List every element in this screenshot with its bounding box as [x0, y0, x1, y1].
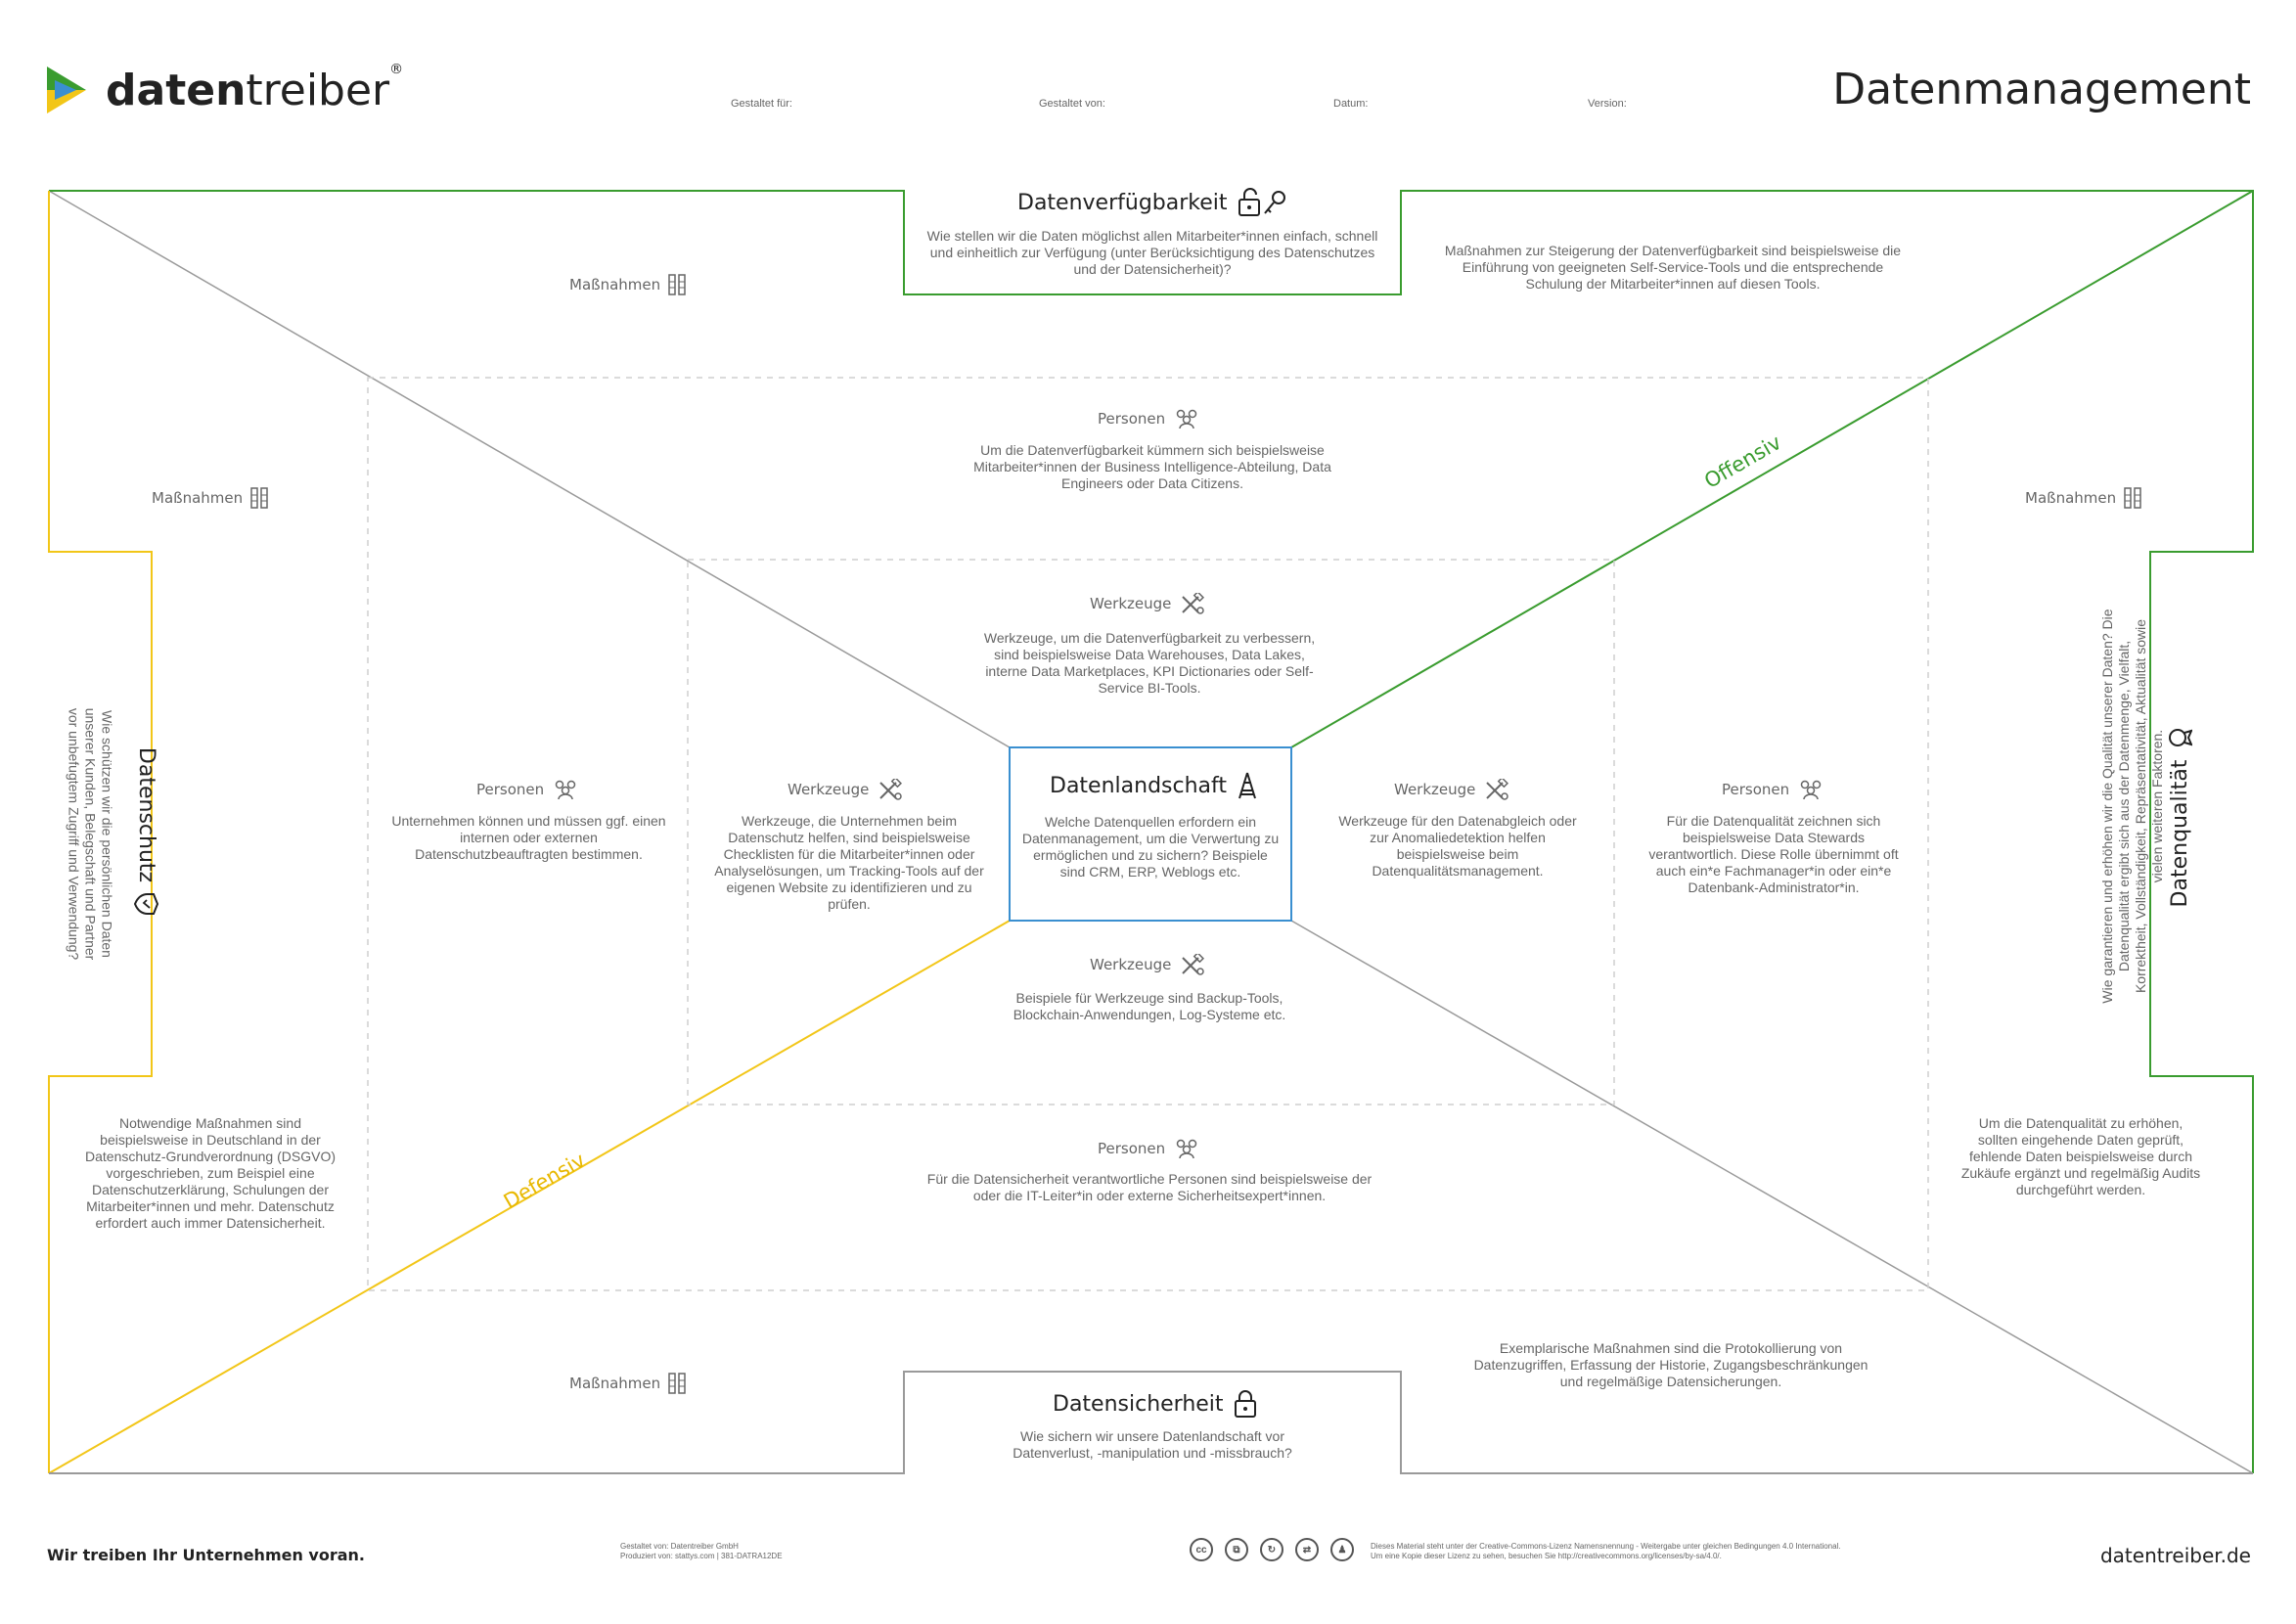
- axis-defensive-label: Defensiv: [500, 1149, 590, 1214]
- ruler-icon: [2124, 487, 2141, 509]
- question-datensicherheit: Wie sichern wir unsere Datenlandschaft v…: [1013, 1428, 1292, 1461]
- label-werkzeuge-top: Werkzeuge: [1090, 593, 1206, 614]
- copy-icon: ⧉: [1225, 1538, 1248, 1561]
- section-title-datenschutz: Datenschutz: [127, 724, 166, 939]
- yellow-frame: [48, 191, 153, 1473]
- people-icon: [1800, 780, 1822, 800]
- section-title-datensicherheit: Datensicherheit: [1053, 1389, 1257, 1419]
- ruler-icon: [668, 1373, 686, 1394]
- unlock-key-icon: [1238, 188, 1285, 216]
- share-icon: ⇄: [1295, 1538, 1319, 1561]
- people-icon: [1176, 1139, 1197, 1159]
- diagonal-top-left: [48, 190, 1011, 748]
- axis-offensive-label: Offensiv: [1700, 430, 1785, 493]
- footer-url-link[interactable]: datentreiber.de: [2099, 1544, 2251, 1567]
- logo: datentreiber®: [47, 61, 403, 119]
- text-personen-bottom: Für die Datensicherheit verantwortliche …: [926, 1171, 1373, 1203]
- ruler-icon: [250, 487, 268, 509]
- text-personen-right: Für die Datenqualität zeichnen sich beis…: [1648, 813, 1899, 895]
- label-werkzeuge-bottom: Werkzeuge: [1090, 954, 1206, 975]
- text-personen-left: Unternehmen können und müssen ggf. einen…: [391, 813, 666, 862]
- label-personen-top: Personen: [1098, 408, 1200, 429]
- text-personen-top: Um die Datenverfügbarkeit kümmern sich b…: [973, 442, 1331, 491]
- diagonal-bottom-right: [1290, 920, 2254, 1474]
- text-massnahmen-left: Notwendige Maßnahmen sind beispielsweise…: [85, 1115, 336, 1231]
- ruler-icon: [668, 274, 686, 295]
- inner-dashed-frame: [687, 559, 1615, 1105]
- label-massnahmen-top: Maßnahmen: [569, 274, 686, 295]
- label-massnahmen-bottom: Maßnahmen: [569, 1373, 686, 1394]
- text-massnahmen-right: Um die Datenqualität zu erhöhen, sollten…: [1960, 1115, 2201, 1197]
- document-title: Datenmanagement: [1832, 65, 2251, 114]
- question-datenqualitaet: Wie garantieren und erhöhen wir die Qual…: [2099, 609, 2165, 1004]
- label-personen-bottom: Personen: [1098, 1138, 1200, 1159]
- tools-icon: [1182, 954, 1205, 975]
- remix-icon: ↻: [1260, 1538, 1283, 1561]
- text-massnahmen-bottom: Exemplarische Maßnahmen sind die Protoko…: [1473, 1340, 1868, 1389]
- oil-rig-icon: [1238, 772, 1256, 799]
- footer-license: Dieses Material steht unter der Creative…: [1371, 1542, 1841, 1560]
- axis-offensive-line: [1290, 190, 2254, 748]
- attribution-icon: ♟: [1330, 1538, 1354, 1561]
- tools-icon: [1182, 593, 1205, 614]
- tools-icon: [879, 779, 903, 800]
- cc-license-icons: cc ⧉ ↻ ⇄ ♟: [1190, 1538, 1354, 1561]
- axis-defensive-line: [48, 920, 1011, 1474]
- question-datenverfuegbarkeit: Wie stellen wir die Daten möglichst alle…: [926, 228, 1378, 277]
- label-personen-right: Personen: [1722, 779, 1824, 800]
- field-label-date: Datum:: [1333, 98, 1369, 110]
- grey-frame: [49, 1371, 2253, 1474]
- label-werkzeuge-left: Werkzeuge: [788, 779, 904, 800]
- green-frame: [49, 190, 2254, 1473]
- people-icon: [1176, 409, 1197, 429]
- label-massnahmen-left: Maßnahmen: [152, 487, 268, 509]
- people-icon: [555, 780, 576, 800]
- logo-icon: [47, 67, 86, 113]
- text-datenlandschaft: Welche Datenquellen erfordern ein Datenm…: [1021, 814, 1280, 880]
- footer-credits: Gestaltet von: Datentreiber GmbH Produzi…: [620, 1542, 783, 1560]
- field-label-designed-for: Gestaltet für:: [731, 98, 792, 110]
- text-werkzeuge-right: Werkzeuge für den Datenabgleich oder zur…: [1338, 813, 1577, 879]
- shield-icon: [134, 893, 159, 916]
- tools-icon: [1486, 779, 1509, 800]
- section-title-datenverfuegbarkeit: Datenverfügbarkeit: [1017, 188, 1288, 217]
- text-massnahmen-top: Maßnahmen zur Steigerung der Datenverfüg…: [1444, 243, 1902, 292]
- field-label-designed-by: Gestaltet von:: [1039, 98, 1105, 110]
- center-box: [1009, 746, 1292, 922]
- label-personen-left: Personen: [476, 779, 579, 800]
- label-werkzeuge-right: Werkzeuge: [1394, 779, 1510, 800]
- lock-icon: [1234, 1390, 1256, 1418]
- footer-slogan: Wir treiben Ihr Unternehmen voran.: [47, 1546, 366, 1564]
- text-werkzeuge-bottom: Beispiele für Werkzeuge sind Backup-Tool…: [1013, 990, 1286, 1022]
- label-massnahmen-right: Maßnahmen: [2025, 487, 2141, 509]
- section-title-datenqualitaet: Datenqualität: [2160, 703, 2199, 928]
- text-werkzeuge-top: Werkzeuge, um die Datenverfügbarkeit zu …: [983, 630, 1316, 696]
- field-label-version: Version:: [1588, 98, 1627, 110]
- question-datenschutz: Wie schützen wir die persönlichen Daten …: [66, 707, 115, 961]
- quality-badge-icon: [2169, 728, 2192, 746]
- outer-dashed-frame: [367, 377, 1929, 1291]
- text-werkzeuge-left: Werkzeuge, die Unternehmen beim Datensch…: [714, 813, 984, 912]
- cc-icon: cc: [1190, 1538, 1213, 1561]
- logo-text: datentreiber®: [106, 61, 404, 115]
- section-title-datenlandschaft: Datenlandschaft: [1050, 771, 1258, 800]
